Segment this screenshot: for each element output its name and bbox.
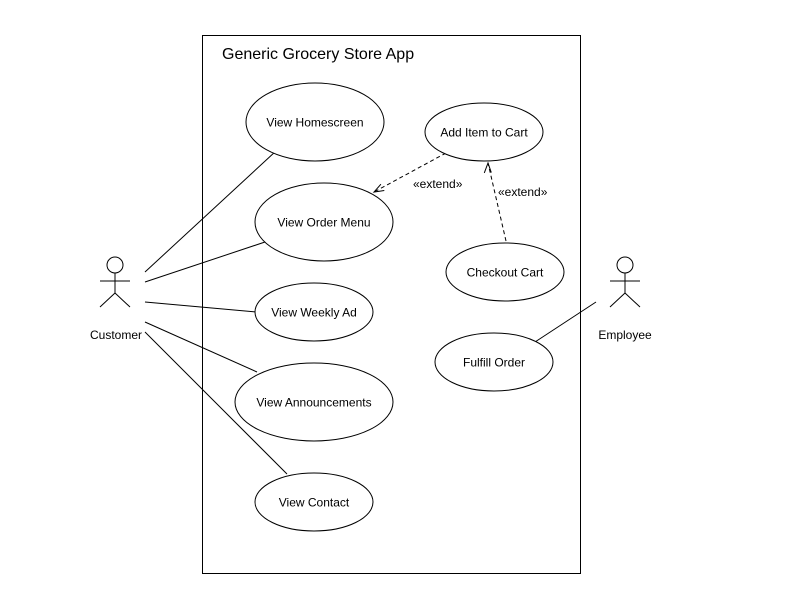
assoc-customer-view-contact	[144, 331, 288, 475]
assoc-customer-view-homescreen	[144, 150, 277, 273]
use-case-fulfill-order: Fulfill Order	[434, 332, 554, 392]
use-case-label: View Announcements	[256, 396, 371, 410]
use-case-view-weekly-ad: View Weekly Ad	[254, 282, 374, 342]
stick-figure-icon	[609, 256, 641, 308]
stick-figure-icon	[99, 256, 131, 308]
use-case-view-homescreen: View Homescreen	[245, 82, 385, 162]
actor-label-customer: Customer	[90, 328, 142, 342]
use-case-label: View Contact	[279, 496, 350, 510]
use-case-view-announcements: View Announcements	[234, 362, 394, 442]
extend-add-item-to-view-order-menu	[372, 152, 447, 193]
use-case-checkout-cart: Checkout Cart	[445, 242, 565, 302]
use-case-add-item-to-cart: Add Item to Cart	[424, 102, 544, 162]
actor-employee: Employee	[598, 256, 652, 342]
use-case-label: Checkout Cart	[467, 266, 544, 280]
use-case-label: Fulfill Order	[463, 356, 525, 370]
assoc-customer-view-announcements	[144, 321, 258, 373]
use-case-view-contact: View Contact	[254, 472, 374, 532]
actor-customer: Customer	[90, 256, 142, 342]
use-case-label: Add Item to Cart	[440, 126, 528, 140]
use-case-view-order-menu: View Order Menu	[254, 182, 394, 262]
use-case-label: View Weekly Ad	[271, 306, 357, 320]
extend-checkout-to-add-item	[483, 161, 507, 242]
system-title: Generic Grocery Store App	[222, 46, 414, 63]
actor-label-employee: Employee	[598, 328, 652, 342]
use-case-label: View Order Menu	[277, 216, 370, 230]
assoc-employee-fulfill-order	[534, 301, 597, 343]
assoc-customer-view-weekly-ad	[144, 301, 258, 313]
extend-label-2: «extend»	[498, 185, 548, 199]
extend-label-1: «extend»	[413, 177, 463, 191]
use-case-label: View Homescreen	[266, 116, 363, 130]
assoc-customer-view-order-menu	[144, 241, 266, 283]
